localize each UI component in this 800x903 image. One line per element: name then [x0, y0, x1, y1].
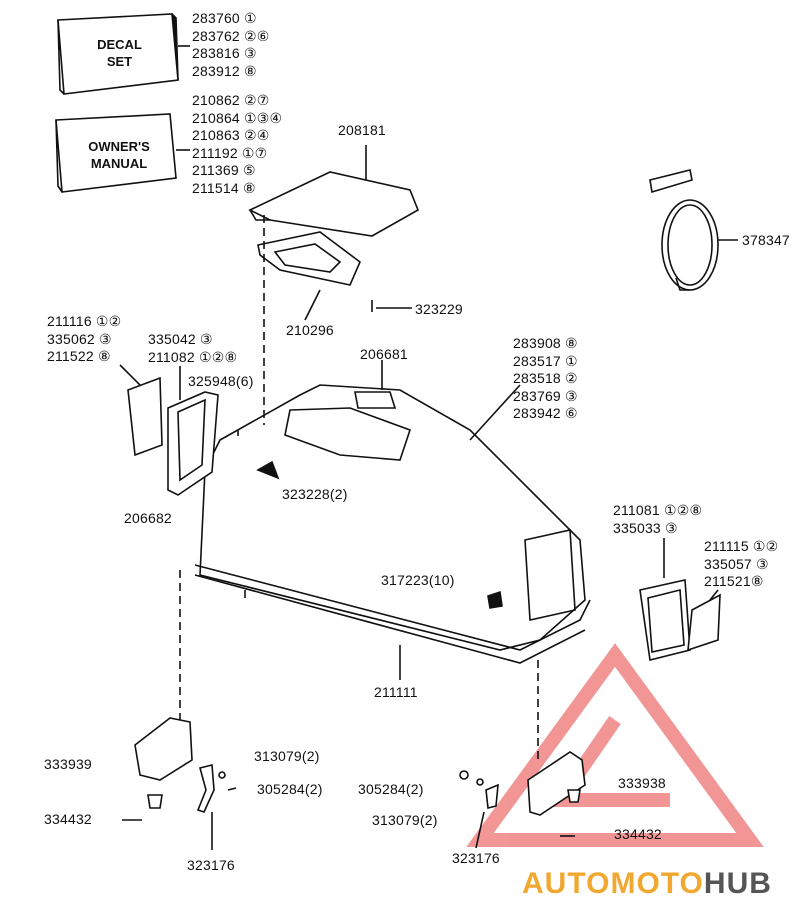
part-number: 211115 ①② — [704, 538, 779, 554]
owners-manual-box — [55, 113, 190, 193]
callout-cable: 378347 — [742, 232, 790, 248]
callout-left-washer: 313079(2) — [254, 748, 320, 764]
part-number: 283816 ③ — [192, 45, 257, 61]
left-grille — [119, 364, 239, 496]
left-latch — [122, 717, 237, 850]
part-number: 211082 ①②⑧ — [148, 348, 238, 365]
callout-left-latch: 333939 — [44, 756, 92, 772]
callout-hood-nut: 317223(10) — [381, 572, 455, 588]
callout-left-bolt: 305284(2) — [257, 781, 323, 797]
callout-hood-screw: 323228(2) — [282, 486, 348, 502]
part-number: 335042 ③ — [148, 331, 213, 347]
callout-left-plug: 206682 — [124, 510, 172, 526]
callout-top-cover: 208181 — [338, 122, 386, 138]
part-number: 283908 ⑧ — [513, 335, 578, 351]
part-number: 283518 ② — [513, 370, 578, 386]
part-number: 210862 ②⑦ — [192, 92, 270, 108]
decal-set-title: DECAL SET — [72, 36, 167, 70]
decal-set-title-line1: DECAL — [97, 37, 142, 52]
callout-right-bolt: 305284(2) — [358, 781, 424, 797]
part-number: 283942 ⑥ — [513, 405, 578, 421]
callout-right-grommet: 334432 — [614, 826, 662, 842]
callout-top-seal: 210296 — [286, 322, 334, 338]
decal-set-title-line2: SET — [106, 54, 133, 69]
part-number: 283760 ① — [192, 10, 257, 26]
callout-hood-seal: 211111 — [374, 684, 418, 700]
part-number: 283769 ③ — [513, 387, 578, 404]
part-number: 211522 ⑧ — [47, 348, 111, 364]
callout-right-latch: 333938 — [618, 775, 666, 791]
watermark-logo — [466, 643, 764, 847]
callout-left-decal: 211116 ①② 335062 ③ 211522 ⑧ — [47, 313, 121, 366]
decal-set-parts: 283760 ① 283762 ②⑥ 283816 ③ 283912 ⑧ — [192, 10, 270, 80]
callout-right-bracket: 323176 — [452, 850, 500, 866]
part-number: 211369 ⑤ — [192, 162, 256, 178]
right-grille — [639, 538, 721, 661]
part-number: 211192 ①⑦ — [192, 144, 268, 161]
part-number: 335057 ③ — [704, 555, 769, 572]
owners-manual-title-line2: MANUAL — [90, 156, 148, 171]
callout-left-bracket: 323176 — [187, 857, 235, 873]
callout-left-grommet: 334432 — [44, 811, 92, 827]
watermark-text-b: HUB — [703, 867, 772, 900]
part-number: 283517 ① — [513, 352, 578, 369]
callout-screw-top: 323229 — [415, 301, 463, 317]
decal-set-box — [57, 13, 190, 95]
callout-right-washer: 313079(2) — [372, 812, 438, 828]
part-number: 211514 ⑧ — [192, 179, 256, 196]
callout-left-grille: 335042 ③ 211082 ①②⑧ — [148, 331, 237, 366]
owners-manual-title: OWNER'S MANUAL — [70, 138, 168, 172]
callout-right-grille: 211081 ①②⑧ 335033 ③ — [613, 502, 702, 537]
callout-left-screw: 325948(6) — [188, 373, 254, 389]
callout-top-vent: 206681 — [360, 346, 408, 362]
motor-hood — [179, 215, 591, 760]
watermark-text-a: AUTOMOTO — [522, 867, 704, 900]
cable-assembly — [649, 169, 738, 291]
top-cover — [248, 145, 420, 321]
callout-hood-decals: 283908 ⑧ 283517 ① 283518 ② 283769 ③ 2839… — [513, 335, 578, 423]
part-number: 211081 ①②⑧ — [613, 502, 703, 518]
part-number: 335062 ③ — [47, 330, 112, 347]
part-number: 210863 ②④ — [192, 127, 270, 143]
owners-manual-parts: 210862 ②⑦ 210864 ①③④ 210863 ②④ 211192 ①⑦… — [192, 92, 282, 197]
part-number: 210864 ①③④ — [192, 109, 283, 126]
part-number: 283762 ②⑥ — [192, 27, 270, 44]
part-number: 283912 ⑧ — [192, 62, 257, 79]
part-number: 211116 ①② — [47, 313, 122, 329]
owners-manual-title-line1: OWNER'S — [88, 139, 150, 154]
watermark-text: AUTOMOTOHUB — [522, 868, 772, 900]
callout-right-decal: 211115 ①② 335057 ③ 211521⑧ — [704, 538, 778, 591]
right-latch — [459, 751, 586, 849]
part-number: 335033 ③ — [613, 519, 678, 536]
part-number: 211521⑧ — [704, 573, 764, 589]
